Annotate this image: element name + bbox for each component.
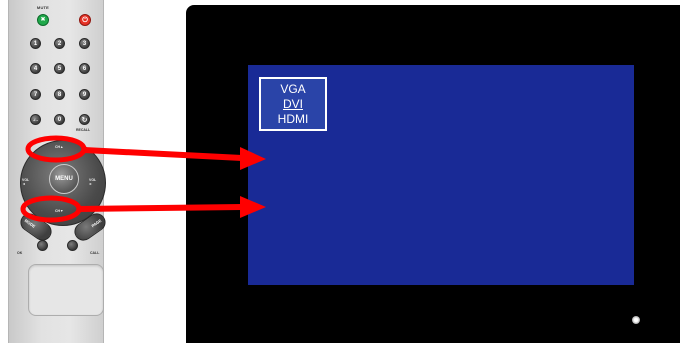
ch-up-button[interactable]: CH▲ bbox=[55, 145, 64, 149]
number-key-4[interactable]: 4 bbox=[30, 63, 41, 74]
recall-icon: ↻ bbox=[81, 116, 88, 124]
recall-label: RECALL bbox=[76, 128, 91, 132]
source-option-hdmi[interactable]: HDMI bbox=[277, 111, 309, 126]
call-button[interactable] bbox=[67, 240, 78, 251]
number-key-7[interactable]: 7 bbox=[30, 89, 41, 100]
source-option-dvi[interactable]: DVI bbox=[282, 96, 303, 111]
number-key-0[interactable]: 0 bbox=[54, 114, 65, 125]
mute-icon: ✖ bbox=[40, 17, 46, 23]
power-led-icon bbox=[632, 316, 640, 324]
power-icon: ⏻ bbox=[82, 16, 88, 24]
source-menu: VGA DVI HDMI bbox=[259, 77, 327, 131]
number-key-2[interactable]: 2 bbox=[54, 38, 65, 49]
ok-label: OK bbox=[17, 251, 23, 255]
recall-button[interactable]: ↻ bbox=[79, 114, 90, 125]
dash-key[interactable]: -/-- bbox=[30, 114, 41, 125]
menu-button[interactable]: MENU bbox=[49, 164, 79, 194]
mute-button[interactable]: ✖ bbox=[37, 14, 49, 26]
ch-down-button[interactable]: CH▼ bbox=[55, 209, 64, 213]
number-key-3[interactable]: 3 bbox=[79, 38, 90, 49]
ok-button[interactable] bbox=[37, 240, 48, 251]
number-key-5[interactable]: 5 bbox=[54, 63, 65, 74]
remote-blank-panel bbox=[28, 264, 104, 316]
remote-control: MUTE ✖ ⏻ 1 2 3 4 5 6 7 8 9 -/-- 0 ↻ RECA… bbox=[8, 0, 110, 343]
number-key-9[interactable]: 9 bbox=[79, 89, 90, 100]
number-key-8[interactable]: 8 bbox=[54, 89, 65, 100]
number-key-6[interactable]: 6 bbox=[79, 63, 90, 74]
vol-up-button[interactable]: VOL► bbox=[89, 178, 97, 186]
power-button[interactable]: ⏻ bbox=[79, 14, 91, 26]
vol-down-button[interactable]: VOL◄ bbox=[22, 178, 30, 186]
source-option-vga[interactable]: VGA bbox=[280, 81, 306, 96]
number-key-1[interactable]: 1 bbox=[30, 38, 41, 49]
call-label: CALL bbox=[90, 251, 100, 255]
mute-label: MUTE bbox=[36, 5, 50, 10]
